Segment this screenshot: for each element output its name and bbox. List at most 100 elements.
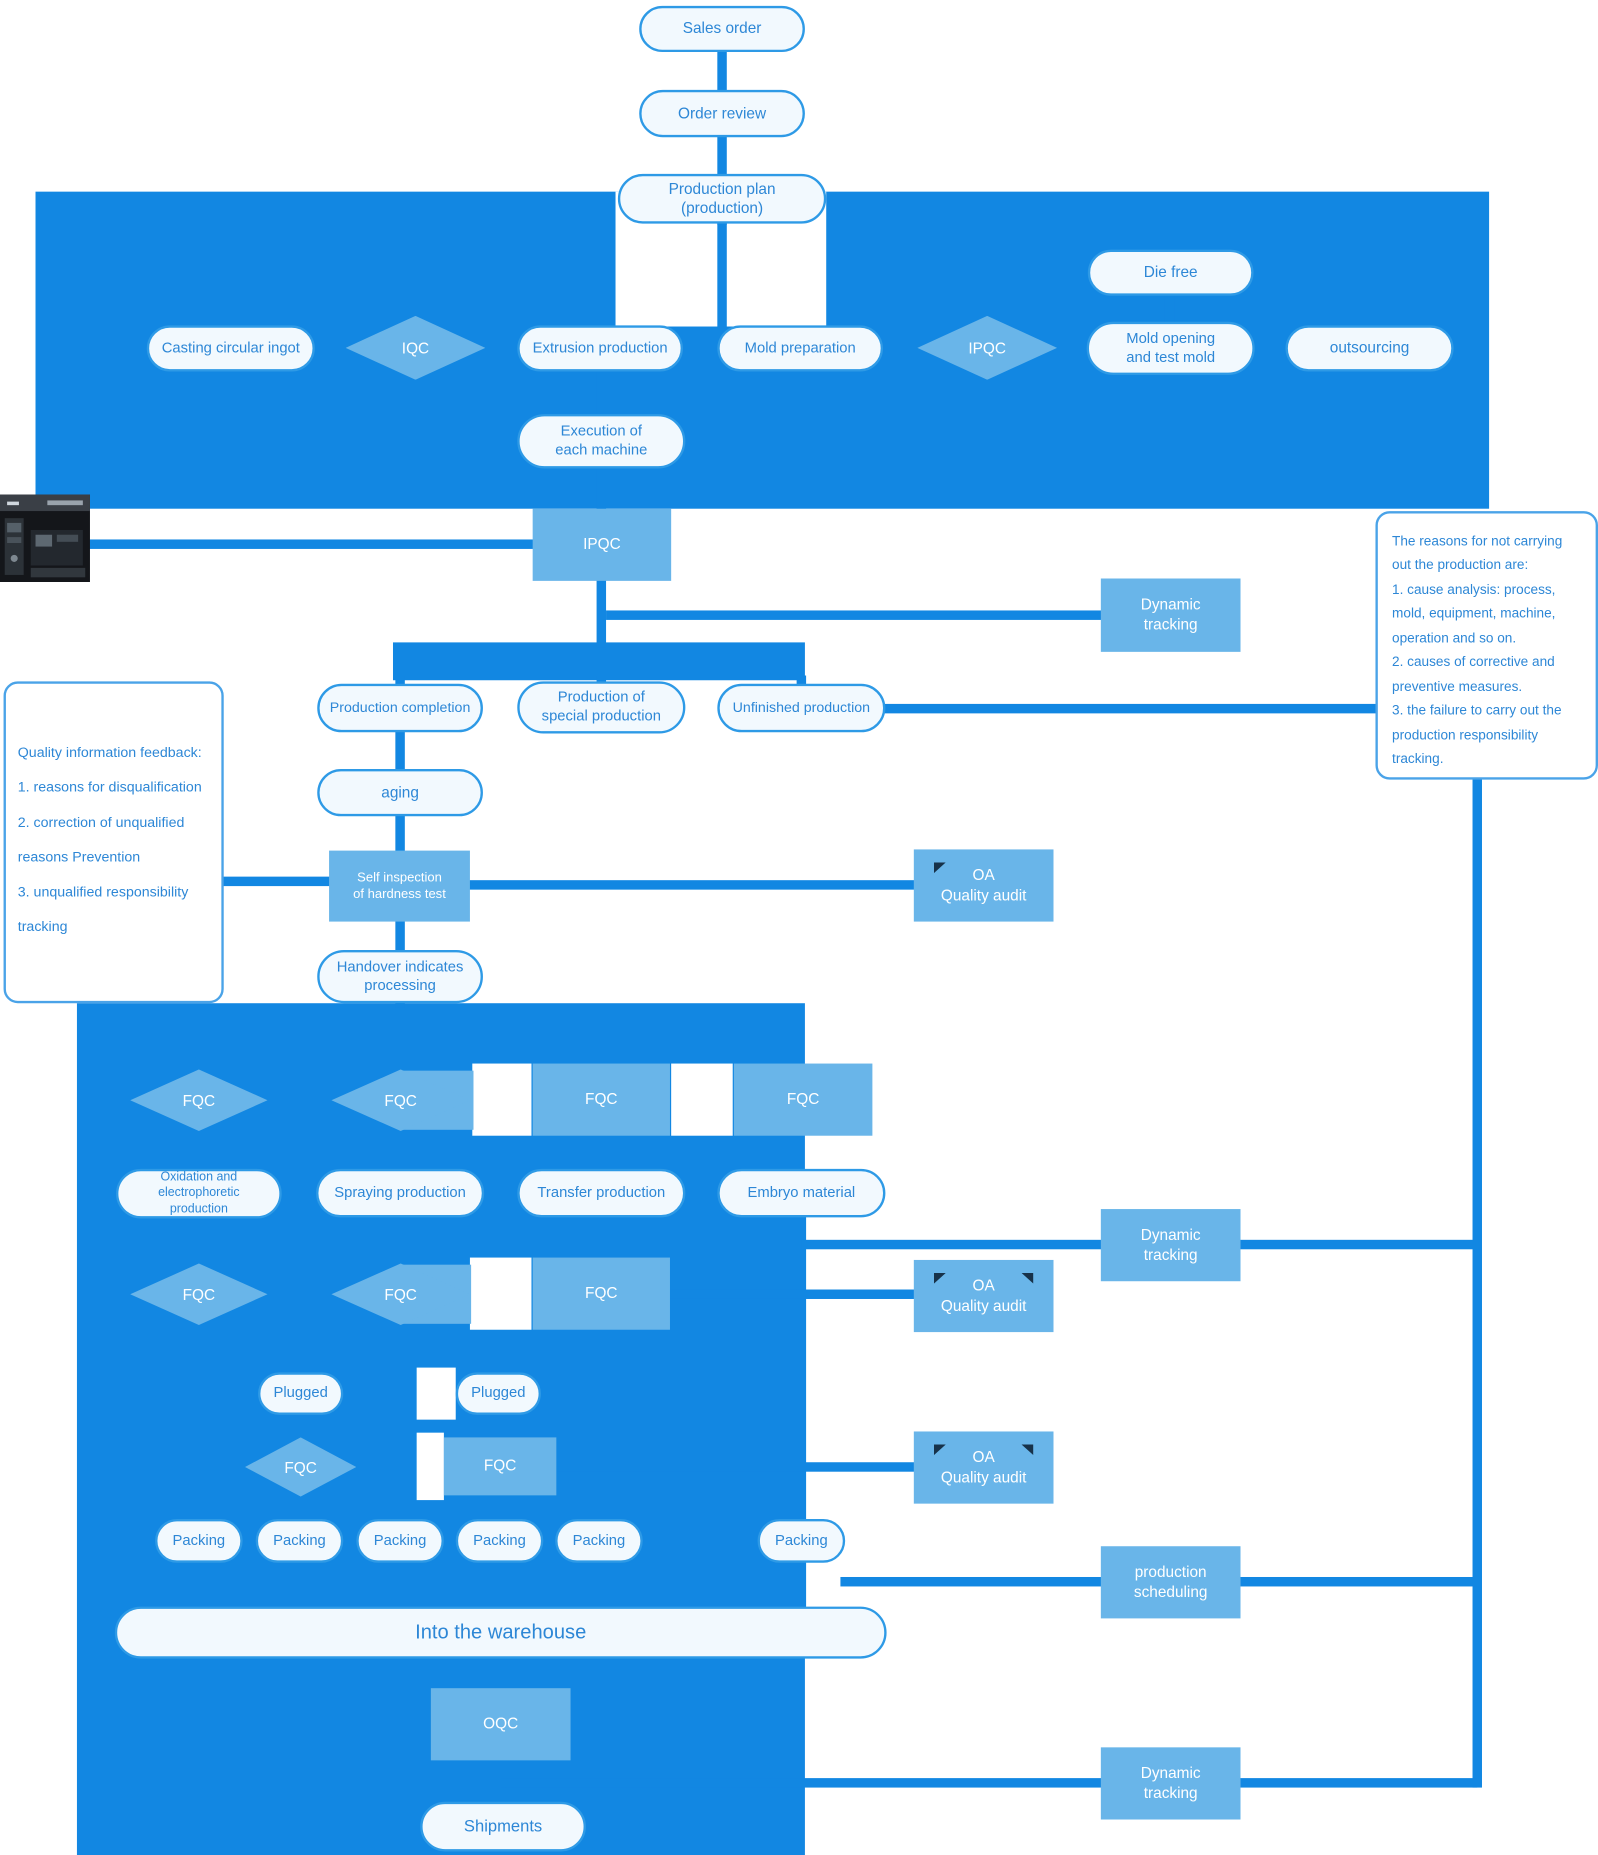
connector-line — [674, 343, 727, 353]
node-fqc-box: FQC — [532, 1063, 670, 1136]
node-label: Packing — [172, 1531, 226, 1549]
connector-line — [596, 369, 607, 419]
connector-line — [665, 1289, 918, 1299]
node-label: production scheduling — [1133, 1562, 1208, 1601]
oa-quality-audit-box: OA Quality audit — [913, 1259, 1054, 1333]
node-label: Mold preparation — [744, 339, 856, 356]
connector-line — [395, 919, 405, 954]
background-gap — [416, 1367, 456, 1420]
node-label: Shipments — [463, 1816, 543, 1836]
node-label: Handover indicates processing — [336, 958, 464, 994]
factory-photo — [0, 494, 90, 583]
node-label: OA Quality audit — [940, 1276, 1027, 1314]
connector-line — [596, 466, 607, 514]
node-production-plan: Production plan (production) — [617, 173, 827, 224]
node-aging: aging — [317, 768, 483, 817]
node-dynamic-tracking-1: Dynamic tracking — [1100, 578, 1241, 652]
connector-line — [395, 729, 405, 773]
connector-line — [395, 675, 405, 688]
node-label: Unfinished production — [732, 699, 871, 716]
connector-line — [1164, 291, 1175, 327]
background-gap — [469, 1257, 532, 1330]
connector-line — [551, 1462, 918, 1472]
background-gap — [472, 1063, 532, 1136]
node-oqc-box: OQC — [430, 1688, 571, 1761]
no-production-reasons-note: The reasons for not carrying out the pro… — [1375, 511, 1598, 780]
node-label: FQC — [585, 1283, 618, 1302]
node-casting-circular-ingot: Casting circular ingot — [146, 325, 315, 372]
node-handover-processing: Handover indicates processing — [317, 949, 483, 1004]
node-label: Packing — [572, 1531, 626, 1549]
node-order-review: Order review — [639, 89, 805, 138]
node-label: Dynamic tracking — [1140, 1763, 1201, 1802]
node-label: FQC — [483, 1456, 517, 1475]
factory-photo-image — [0, 494, 90, 583]
node-production-completion: Production completion — [317, 683, 483, 733]
node-label: FQC — [182, 1091, 216, 1110]
node-label: FQC — [786, 1089, 820, 1108]
node-dynamic-tracking-3: Dynamic tracking — [1100, 1747, 1241, 1820]
node-spraying-production: Spraying production — [316, 1168, 485, 1218]
node-label: IQC — [401, 338, 430, 357]
node-label: Dynamic tracking — [1140, 1225, 1201, 1263]
connector-line — [880, 343, 923, 353]
connector-line — [467, 880, 918, 890]
node-outsourcing: outsourcing — [1285, 325, 1454, 372]
node-label: Packing — [473, 1531, 526, 1549]
node-label: Plugged — [471, 1384, 526, 1401]
node-label: Transfer production — [537, 1183, 666, 1201]
node-oxidation-production: Oxidation and electrophoretic production — [116, 1168, 282, 1219]
node-label: Order review — [678, 103, 767, 122]
node-die-free: Die free — [1087, 249, 1254, 296]
node-label: outsourcing — [1329, 338, 1410, 357]
node-packing: Packing — [757, 1519, 846, 1563]
node-plugged: Plugged — [455, 1372, 541, 1415]
node-fqc-box: FQC — [733, 1063, 873, 1136]
node-label: FQC — [384, 1091, 417, 1110]
quality-feedback-note: Quality information feedback: 1. reasons… — [3, 681, 224, 1004]
oa-quality-audit-box: OA Quality audit — [913, 1431, 1054, 1504]
node-label: Production plan (production) — [668, 179, 776, 217]
corner-triangle-icon — [1021, 1272, 1034, 1284]
node-packing: Packing — [255, 1519, 344, 1563]
connector-line — [596, 578, 607, 648]
node-fqc-box: FQC — [532, 1257, 670, 1330]
node-label: Production of special production — [541, 688, 661, 725]
node-label: OA Quality audit — [940, 865, 1027, 904]
connector-line — [606, 610, 1104, 620]
note-text: The reasons for not carrying out the pro… — [1392, 534, 1563, 767]
node-shipments: Shipments — [420, 1801, 586, 1852]
node-label: Casting circular ingot — [161, 339, 300, 356]
node-unfinished-production: Unfinished production — [717, 683, 886, 733]
connector-line — [883, 703, 1482, 714]
node-self-inspection: Self inspection of hardness test — [329, 850, 470, 922]
corner-triangle-icon — [933, 1272, 946, 1284]
connector-line — [222, 876, 332, 887]
connector-line — [87, 539, 538, 549]
node-fqc-box: FQC — [443, 1437, 557, 1496]
connector-line — [796, 675, 807, 688]
node-label: Dynamic tracking — [1140, 595, 1201, 633]
note-text: Quality information feedback: 1. reasons… — [17, 744, 202, 935]
corner-triangle-icon — [1021, 1444, 1034, 1456]
connector-line — [500, 1778, 1478, 1788]
node-label: Spraying production — [334, 1183, 466, 1201]
oa-quality-audit-box: OA Quality audit — [913, 849, 1054, 922]
background-gap — [416, 1432, 444, 1501]
connector-line — [796, 1559, 807, 1609]
branch-bar — [392, 642, 805, 681]
node-mold-preparation: Mold preparation — [717, 325, 884, 372]
node-label: Self inspection of hardness test — [353, 870, 446, 902]
node-into-the-warehouse: Into the warehouse — [114, 1606, 887, 1659]
node-packing: Packing — [555, 1519, 643, 1563]
node-label: Packing — [775, 1531, 828, 1549]
node-label: IPQC — [968, 338, 1007, 357]
node-label: FQC — [284, 1458, 317, 1476]
node-packing: Packing — [455, 1519, 544, 1563]
node-label: aging — [381, 783, 419, 801]
node-execution-each-machine: Execution of each machine — [517, 414, 686, 469]
connector-line — [310, 343, 351, 353]
node-transfer-production: Transfer production — [517, 1168, 686, 1218]
node-label: Die free — [1143, 263, 1198, 281]
node-label: Extrusion production — [532, 339, 668, 356]
